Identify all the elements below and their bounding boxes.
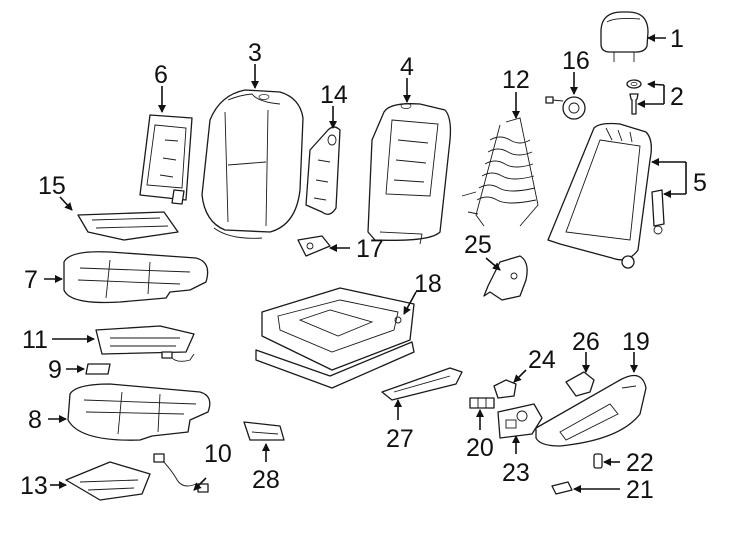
callout-22: 22 bbox=[626, 449, 654, 477]
callout-13: 13 bbox=[20, 472, 48, 500]
part-16-belt-guide bbox=[545, 96, 586, 120]
part-17-bracket bbox=[297, 235, 331, 257]
part-8-cushion-pad bbox=[67, 383, 211, 441]
callout-14: 14 bbox=[320, 81, 348, 109]
part-28-module bbox=[243, 421, 285, 441]
leader-arrows bbox=[44, 34, 687, 493]
part-21-knob bbox=[551, 481, 573, 495]
callout-10: 10 bbox=[204, 440, 232, 468]
callout-9: 9 bbox=[48, 356, 62, 384]
callout-11: 11 bbox=[22, 326, 48, 354]
part-13-lower-tray bbox=[65, 461, 151, 501]
callout-12: 12 bbox=[502, 66, 530, 94]
part-3-seatback-cover bbox=[201, 89, 304, 239]
callout-19: 19 bbox=[622, 328, 650, 356]
part-5-seatback-frame bbox=[547, 122, 665, 269]
callout-2: 2 bbox=[670, 83, 684, 111]
callout-21: 21 bbox=[626, 476, 654, 504]
part-15-tray bbox=[77, 211, 179, 241]
callout-20: 20 bbox=[466, 434, 494, 462]
part-11-heater-pad bbox=[95, 325, 195, 362]
callout-1: 1 bbox=[670, 25, 684, 53]
part-26-lever bbox=[565, 371, 595, 397]
callout-3: 3 bbox=[248, 39, 262, 67]
part-2-headrest-guides bbox=[626, 79, 642, 115]
callout-17: 17 bbox=[356, 235, 384, 263]
part-6-back-panel bbox=[139, 114, 193, 205]
callout-8: 8 bbox=[28, 406, 42, 434]
part-22-cap bbox=[593, 453, 603, 469]
part-9-pad bbox=[85, 363, 111, 375]
part-20-switch bbox=[469, 397, 495, 409]
part-14-side-panel bbox=[305, 126, 341, 215]
callout-7: 7 bbox=[24, 266, 38, 294]
callout-24: 24 bbox=[528, 346, 556, 374]
callout-28: 28 bbox=[252, 466, 280, 494]
callout-18: 18 bbox=[414, 270, 442, 298]
callout-15: 15 bbox=[38, 172, 66, 200]
part-12-suspension-mat bbox=[461, 117, 539, 227]
callout-5: 5 bbox=[693, 169, 707, 197]
callout-6: 6 bbox=[154, 61, 168, 89]
part-23-switch-assembly bbox=[497, 403, 543, 439]
part-27-trim bbox=[381, 367, 463, 401]
part-24-switch-knob bbox=[493, 379, 517, 399]
part-10-wire-harness bbox=[153, 453, 209, 493]
part-4-seatback-pad bbox=[367, 103, 452, 245]
part-1-headrest bbox=[600, 11, 649, 62]
part-19-side-shield bbox=[535, 374, 647, 447]
callout-16: 16 bbox=[562, 47, 590, 75]
part-7-cushion-cover bbox=[63, 251, 209, 304]
callout-26: 26 bbox=[572, 328, 600, 356]
part-18-seat-adjuster bbox=[255, 287, 415, 389]
callout-27: 27 bbox=[386, 425, 414, 453]
part-25-bracket bbox=[483, 255, 528, 301]
callout-25: 25 bbox=[464, 231, 492, 259]
callout-4: 4 bbox=[400, 53, 414, 81]
callout-23: 23 bbox=[502, 459, 530, 487]
